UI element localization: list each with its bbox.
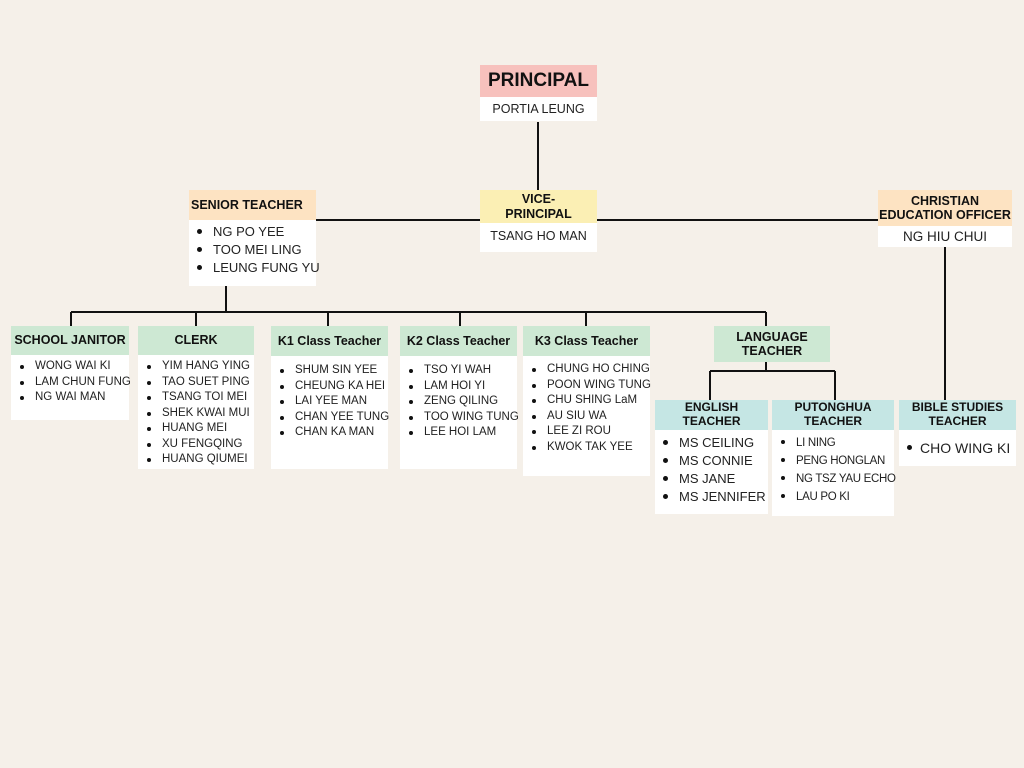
vice-principal-name: TSANG HO MAN: [480, 223, 597, 252]
bible-studies-list-box: CHO WING KI: [899, 430, 1016, 466]
list-item: CHUNG HO CHING: [523, 362, 650, 378]
list-item: SHEK KWAI MUI: [138, 406, 254, 422]
k3-title: K3 Class Teacher: [523, 326, 650, 356]
list-item: POON WING TUNG: [523, 378, 651, 394]
senior-teacher-title: SENIOR TEACHER: [189, 190, 316, 220]
k3-class-teacher-box: K3 Class Teacher CHUNG HO CHING POON WIN…: [523, 326, 651, 476]
k2-list: TSO YI WAH LAM HOI YI ZENG QILING TOO WI…: [400, 363, 519, 441]
principal-box: PRINCIPAL PORTIA LEUNG: [480, 65, 597, 121]
school-janitor-list-box: WONG WAI KI LAM CHUN FUNG NG WAI MAN: [11, 355, 131, 420]
list-item: SHUM SIN YEE: [271, 363, 388, 379]
list-item: LEUNG FUNG YU: [189, 259, 320, 277]
list-item: TAO SUET PING: [138, 375, 254, 391]
k2-class-teacher-box: K2 Class Teacher TSO YI WAH LAM HOI YI Z…: [400, 326, 519, 469]
school-janitor-title: SCHOOL JANITOR: [11, 326, 129, 355]
list-item: AU SIU WA: [523, 409, 650, 425]
list-item: ZENG QILING: [400, 394, 517, 410]
clerk-box: CLERK YIM HANG YING TAO SUET PING TSANG …: [138, 326, 254, 469]
k1-list-box: SHUM SIN YEE CHEUNG KA HEI LAI YEE MAN C…: [271, 356, 389, 469]
christian-officer-title: CHRISTIAN EDUCATION OFFICER: [878, 190, 1012, 226]
clerk-list: YIM HANG YING TAO SUET PING TSANG TOI ME…: [138, 359, 254, 468]
list-item: LEE ZI ROU: [523, 424, 650, 440]
list-item: TOO WING TUNG: [400, 410, 519, 426]
english-teacher-box: ENGLISH TEACHER MS CEILING MS CONNIE MS …: [655, 400, 768, 514]
clerk-list-box: YIM HANG YING TAO SUET PING TSANG TOI ME…: [138, 355, 254, 469]
language-teacher-box: LANGUAGE TEACHER: [714, 326, 830, 362]
list-item: LI NING: [772, 434, 894, 452]
list-item: YIM HANG YING: [138, 359, 254, 375]
list-item: MS CEILING: [655, 434, 768, 452]
list-item: LEE HOI LAM: [400, 425, 517, 441]
school-janitor-list: WONG WAI KI LAM CHUN FUNG NG WAI MAN: [11, 359, 131, 406]
bible-studies-teacher-title: BIBLE STUDIES TEACHER: [899, 400, 1016, 430]
k2-list-box: TSO YI WAH LAM HOI YI ZENG QILING TOO WI…: [400, 356, 519, 469]
bible-studies-teacher-box: BIBLE STUDIES TEACHER CHO WING KI: [899, 400, 1016, 466]
list-item: LAM HOI YI: [400, 379, 517, 395]
putonghua-teacher-title: PUTONGHUA TEACHER: [772, 400, 894, 430]
senior-teacher-box: SENIOR TEACHER NG PO YEE TOO MEI LING LE…: [189, 190, 320, 286]
k3-list-box: CHUNG HO CHING POON WING TUNG CHU SHING …: [523, 356, 651, 476]
senior-teacher-list: NG PO YEE TOO MEI LING LEUNG FUNG YU: [189, 223, 320, 277]
senior-teacher-list-box: NG PO YEE TOO MEI LING LEUNG FUNG YU: [189, 220, 320, 286]
list-item: CHAN YEE TUNG: [271, 410, 389, 426]
list-item: TSANG TOI MEI: [138, 390, 254, 406]
list-item: CHU SHING LaM: [523, 393, 650, 409]
vice-principal-title: VICE-PRINCIPAL: [480, 190, 597, 223]
list-item: NG PO YEE: [189, 223, 316, 241]
english-teacher-title: ENGLISH TEACHER: [655, 400, 768, 430]
list-item: MS JENNIFER: [655, 488, 768, 506]
list-item: MS JANE: [655, 470, 768, 488]
list-item: HUANG QIUMEI: [138, 452, 254, 468]
k1-class-teacher-box: K1 Class Teacher SHUM SIN YEE CHEUNG KA …: [271, 326, 389, 469]
list-item: LAU PO KI: [772, 488, 894, 506]
principal-name: PORTIA LEUNG: [480, 97, 597, 121]
christian-officer-box: CHRISTIAN EDUCATION OFFICER NG HIU CHUI: [878, 190, 1012, 247]
list-item: CHAN KA MAN: [271, 425, 388, 441]
list-item: NG TSZ YAU ECHO: [772, 470, 896, 488]
list-item: CHEUNG KA HEI: [271, 379, 388, 395]
list-item: TOO MEI LING: [189, 241, 316, 259]
english-teacher-list: MS CEILING MS CONNIE MS JANE MS JENNIFER: [655, 434, 768, 506]
list-item: HUANG MEI: [138, 421, 254, 437]
k3-list: CHUNG HO CHING POON WING TUNG CHU SHING …: [523, 362, 651, 456]
k1-list: SHUM SIN YEE CHEUNG KA HEI LAI YEE MAN C…: [271, 363, 389, 441]
school-janitor-box: SCHOOL JANITOR WONG WAI KI LAM CHUN FUNG…: [11, 326, 131, 420]
k1-title: K1 Class Teacher: [271, 326, 388, 356]
k2-title: K2 Class Teacher: [400, 326, 517, 356]
christian-officer-name: NG HIU CHUI: [878, 226, 1012, 247]
vice-principal-box: VICE-PRINCIPAL TSANG HO MAN: [480, 190, 597, 252]
putonghua-teacher-list-box: LI NING PENG HONGLAN NG TSZ YAU ECHO LAU…: [772, 430, 896, 516]
list-item: KWOK TAK YEE: [523, 440, 650, 456]
principal-title: PRINCIPAL: [480, 65, 597, 97]
bible-studies-list: CHO WING KI: [899, 439, 1016, 457]
putonghua-teacher-list: LI NING PENG HONGLAN NG TSZ YAU ECHO LAU…: [772, 434, 896, 506]
list-item: LAI YEE MAN: [271, 394, 388, 410]
list-item: CHO WING KI: [899, 439, 1016, 457]
clerk-title: CLERK: [138, 326, 254, 355]
list-item: NG WAI MAN: [11, 390, 129, 406]
list-item: LAM CHUN FUNG: [11, 375, 131, 391]
list-item: XU FENGQING: [138, 437, 254, 453]
list-item: MS CONNIE: [655, 452, 768, 470]
list-item: PENG HONGLAN: [772, 452, 894, 470]
list-item: TSO YI WAH: [400, 363, 517, 379]
english-teacher-list-box: MS CEILING MS CONNIE MS JANE MS JENNIFER: [655, 430, 768, 514]
putonghua-teacher-box: PUTONGHUA TEACHER LI NING PENG HONGLAN N…: [772, 400, 896, 516]
list-item: WONG WAI KI: [11, 359, 129, 375]
language-teacher-title: LANGUAGE TEACHER: [714, 326, 830, 362]
